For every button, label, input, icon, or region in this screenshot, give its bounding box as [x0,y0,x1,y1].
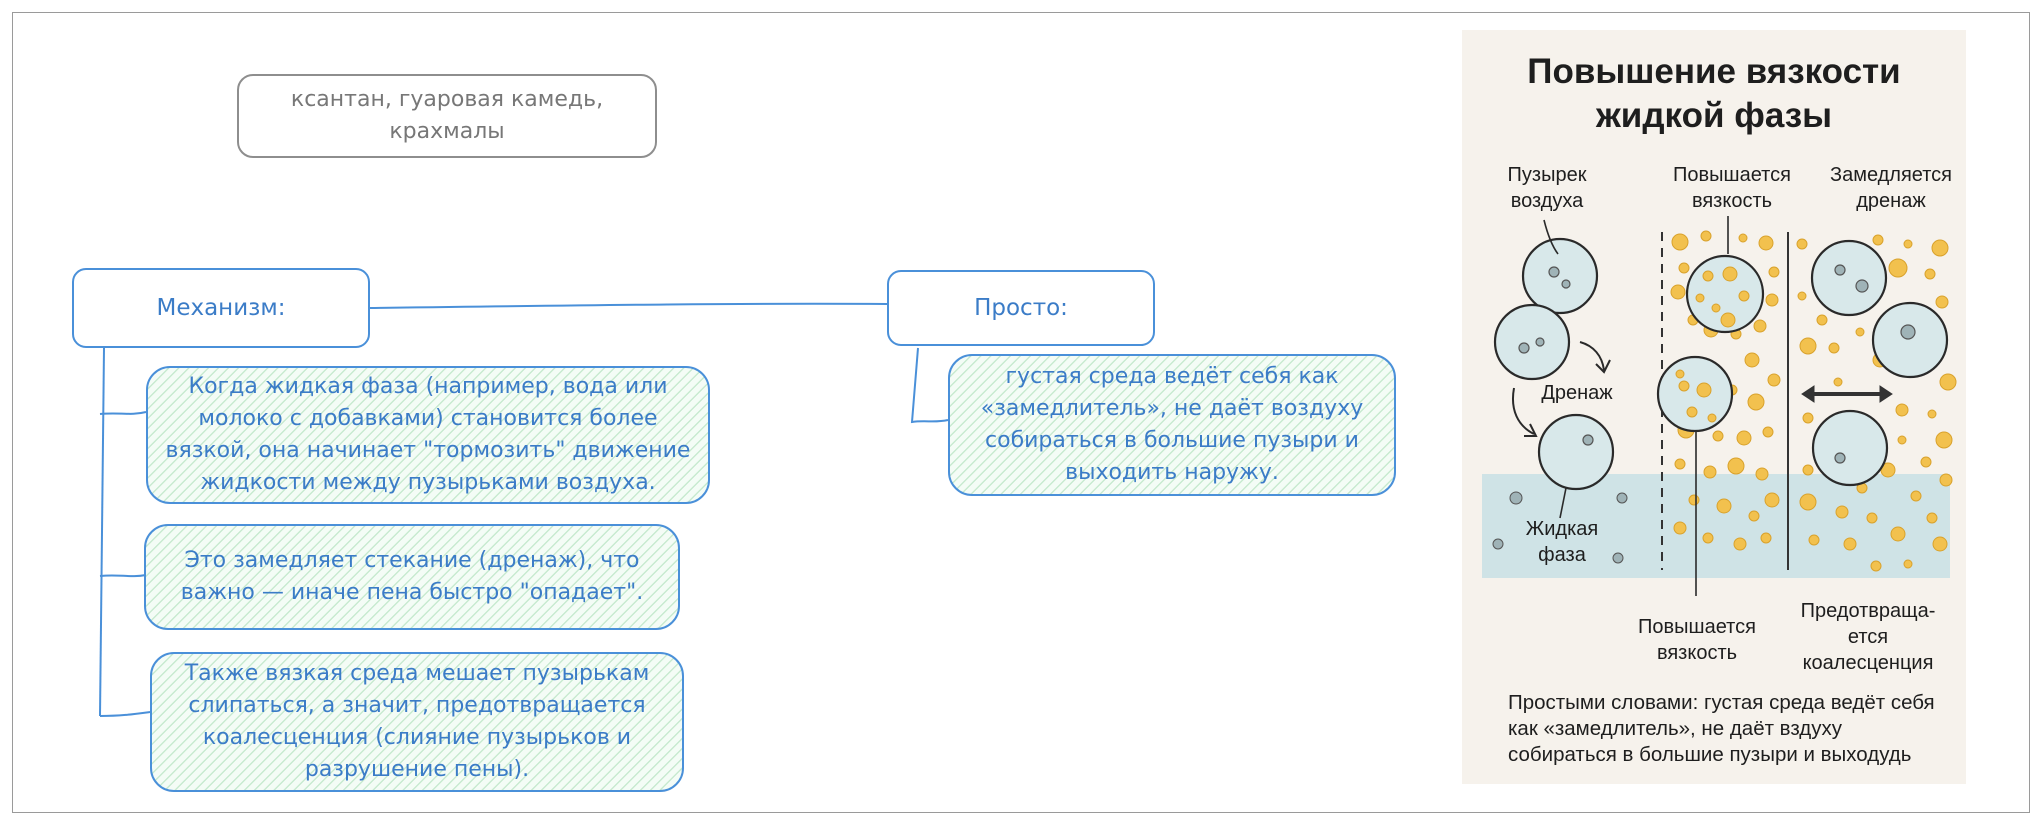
left-bubbles [1493,237,1615,491]
label-drainage-slows: Замедляется дренаж [1829,164,1953,212]
mechanism-node: Механизм: [72,268,370,348]
mechanism-point-2-text: Это замедляет стекание (дренаж), что важ… [180,548,644,605]
ingredients-note-text: ксантан, гуаровая камедь, крахмалы [290,87,604,144]
infographic-summary: Простыми словами: густая среда ведёт себ… [1508,691,1935,766]
label-leaders [1543,216,1729,596]
mechanism-point-1-text: Когда жидкая фаза (например, вода или мо… [165,374,691,495]
label-bubble: Пузырек воздуха [1507,164,1587,212]
simple-point-1-text: густая среда ведёт себя как «замедлитель… [980,364,1364,485]
liquid-particles [1492,491,1628,564]
connector-simple-branch [910,347,949,424]
label-viscosity-top: Повышается вязкость [1673,164,1791,212]
label-coalescence: Предотвраща-ется коалесценция [1800,600,1936,674]
right-bubbles [1810,239,1949,487]
mechanism-point-3-text: Также вязкая среда мешает пузырькам слип… [184,661,650,782]
simple-node: Просто: [887,270,1155,346]
middle-bubbles [1656,254,1765,433]
label-drainage: Дренаж [1541,382,1613,404]
drainage-arrows [1512,341,1611,437]
liquid-layer [1482,474,1950,578]
canvas-frame [12,12,2030,813]
coalescence-arrow [1801,385,1893,403]
connector-branch-1 [99,411,147,415]
trapped-particles [1675,266,1750,423]
simple-label: Просто: [974,295,1068,321]
viscosity-infographic: Повышение вязкости жидкой фазы Пузырек в… [1462,30,1966,784]
label-liquid-phase: Жидкая фаза [1525,518,1599,566]
ingredients-note: ксантан, гуаровая камедь, крахмалы [237,74,657,158]
mechanism-point-1: Когда жидкая фаза (например, вода или мо… [146,366,710,504]
infographic-drawing [1482,216,1957,596]
mechanism-point-2: Это замедляет стекание (дренаж), что важ… [144,524,680,630]
infographic-title: Повышение вязкости жидкой фазы [1527,52,1901,135]
mechanism-point-3: Также вязкая среда мешает пузырькам слип… [150,652,684,792]
connector-branch-3 [99,711,151,717]
connector-branch-2 [99,574,147,578]
connector-mechanism-simple [369,302,888,309]
mechanism-label: Механизм: [156,295,286,321]
simple-point-1: густая среда ведёт себя как «замедлитель… [948,354,1396,496]
label-viscosity-bottom: Повышается вязкость [1638,616,1756,664]
connector-mechanism-trunk [99,347,105,717]
